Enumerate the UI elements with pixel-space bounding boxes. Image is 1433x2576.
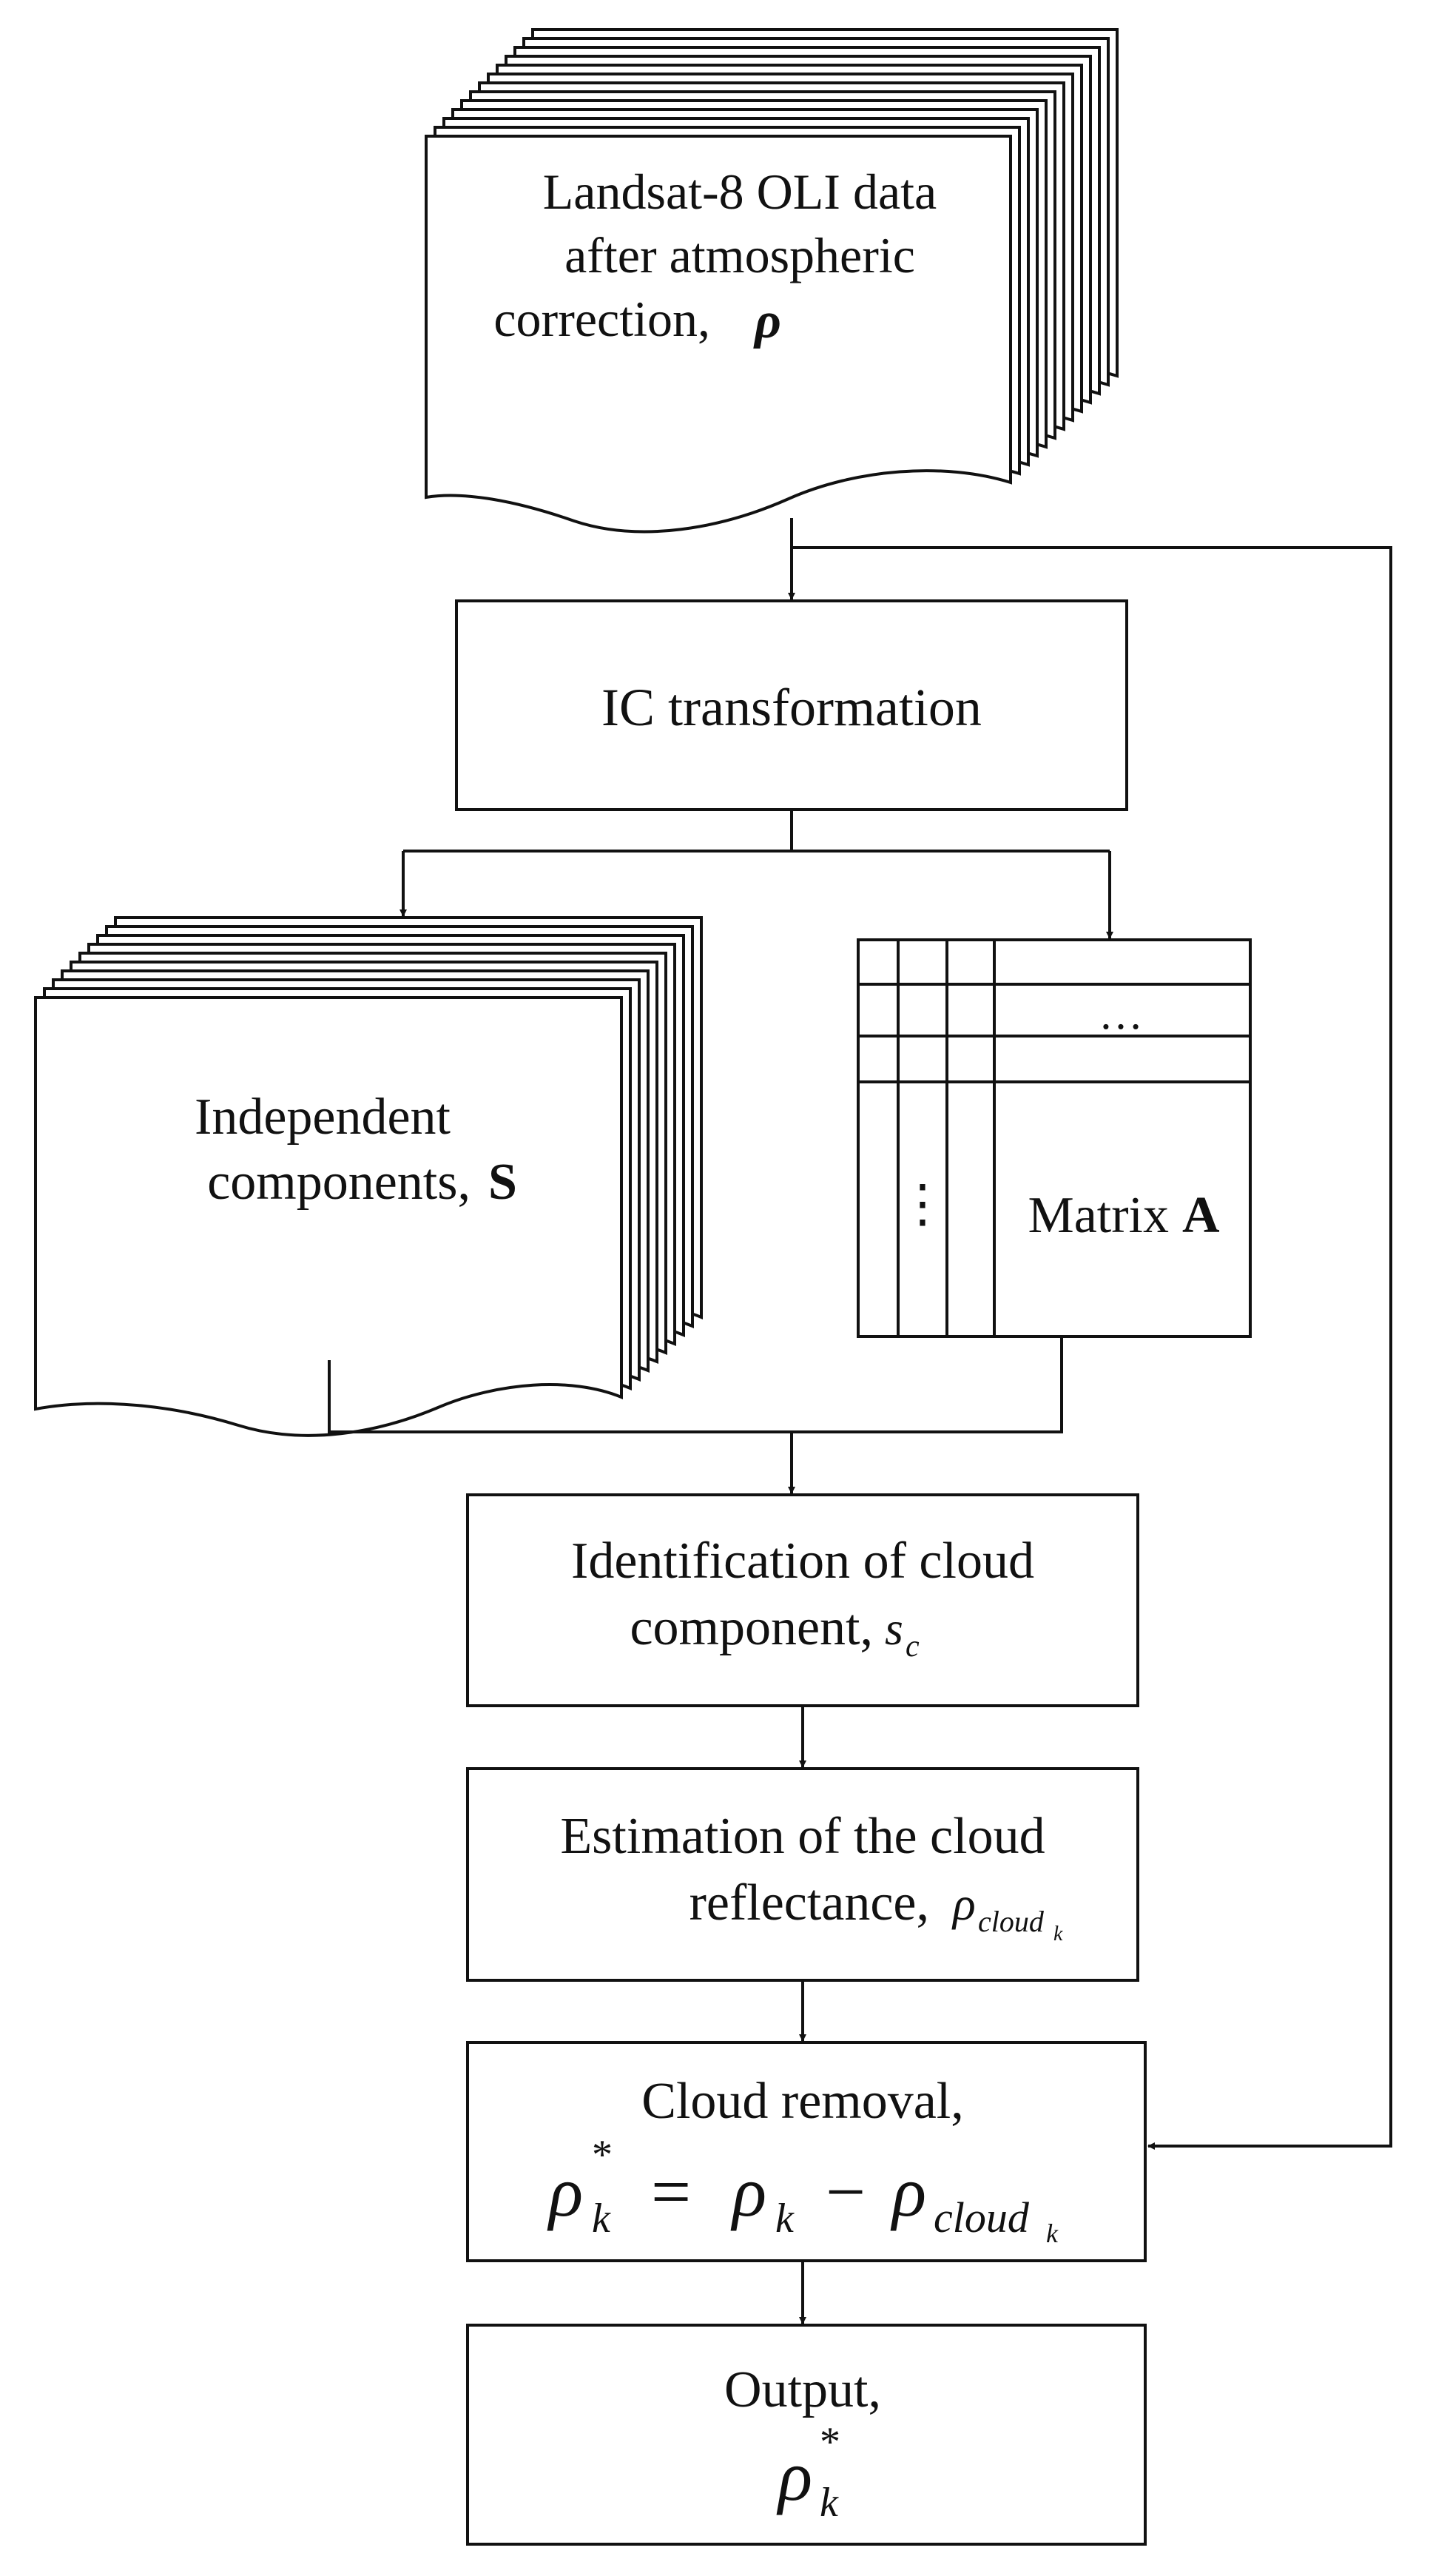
- eq-equals: =: [651, 2152, 691, 2231]
- input-label-line2: after atmospheric: [564, 227, 915, 283]
- estimation-label-line2: reflectance,: [689, 1874, 929, 1931]
- estimation-symbol-subsub: k: [1053, 1923, 1063, 1946]
- eq-minus: −: [826, 2152, 866, 2231]
- components-label-line2: components,: [207, 1154, 471, 1211]
- eq-lhs-rho: ρ: [547, 2152, 583, 2231]
- matrix-label-word: Matrix: [1028, 1187, 1169, 1244]
- output-symbol-sub: k: [820, 2480, 839, 2526]
- matrix-row-ellipsis: …: [1099, 989, 1143, 1038]
- matrix-col-ellipsis: ⋮: [897, 1176, 948, 1233]
- components-label-line1: Independent: [195, 1089, 451, 1146]
- identification-symbol-s: s: [885, 1602, 903, 1655]
- output-symbol-sup: *: [820, 2419, 840, 2465]
- output-symbol-rho: ρ: [776, 2436, 812, 2515]
- estimation-symbol-rho: ρ: [951, 1877, 976, 1930]
- identification-label-line2: component,: [630, 1599, 873, 1656]
- output-box: [466, 2324, 1147, 2546]
- ic-transformation-box: [455, 599, 1128, 811]
- matrix-symbol-a: A: [1182, 1187, 1220, 1244]
- connector-merge: [328, 1336, 1063, 1433]
- estimation-box: [466, 1767, 1139, 1982]
- arrow-input-to-cloud-removal: [792, 546, 1392, 2150]
- eq-term2-rho: ρ: [890, 2152, 926, 2231]
- identification-label-line1: Identification of cloud: [571, 1533, 1034, 1590]
- identification-symbol-sub: c: [906, 1630, 920, 1664]
- matrix-a-grid: … ⋮ Matrix A: [857, 938, 1252, 1338]
- identification-box: [466, 1493, 1139, 1707]
- matrix-frame: [857, 938, 1252, 1338]
- cloud-removal-label-line1: Cloud removal,: [641, 2073, 963, 2130]
- cloud-removal-box: [466, 2041, 1147, 2262]
- cloud-removal-equation: ρ * k = ρ k − ρ cloud k: [547, 2132, 1059, 2248]
- estimation-label-line1: Estimation of the cloud: [560, 1808, 1045, 1865]
- input-symbol-rho: ρ: [753, 292, 781, 349]
- eq-term1-sub: k: [775, 2196, 795, 2242]
- components-symbol-s: S: [488, 1154, 517, 1211]
- eq-term1-rho: ρ: [730, 2152, 766, 2231]
- eq-term2-subsub: k: [1046, 2219, 1059, 2248]
- eq-lhs-sup: *: [592, 2132, 613, 2178]
- eq-term2-sub: cloud: [934, 2193, 1030, 2242]
- input-label-line3: correction,: [493, 291, 710, 347]
- ic-transformation-label: IC transformation: [601, 678, 982, 737]
- input-label-line1: Landsat-8 OLI data: [543, 164, 937, 220]
- estimation-symbol-sub: cloud: [978, 1905, 1045, 1938]
- output-label-line1: Output,: [724, 2361, 881, 2418]
- input-document-stack: Landsat-8 OLI data after atmospheric cor…: [425, 28, 1119, 534]
- eq-lhs-sub: k: [592, 2196, 611, 2242]
- components-document-stack: Independent components, S: [34, 916, 703, 1437]
